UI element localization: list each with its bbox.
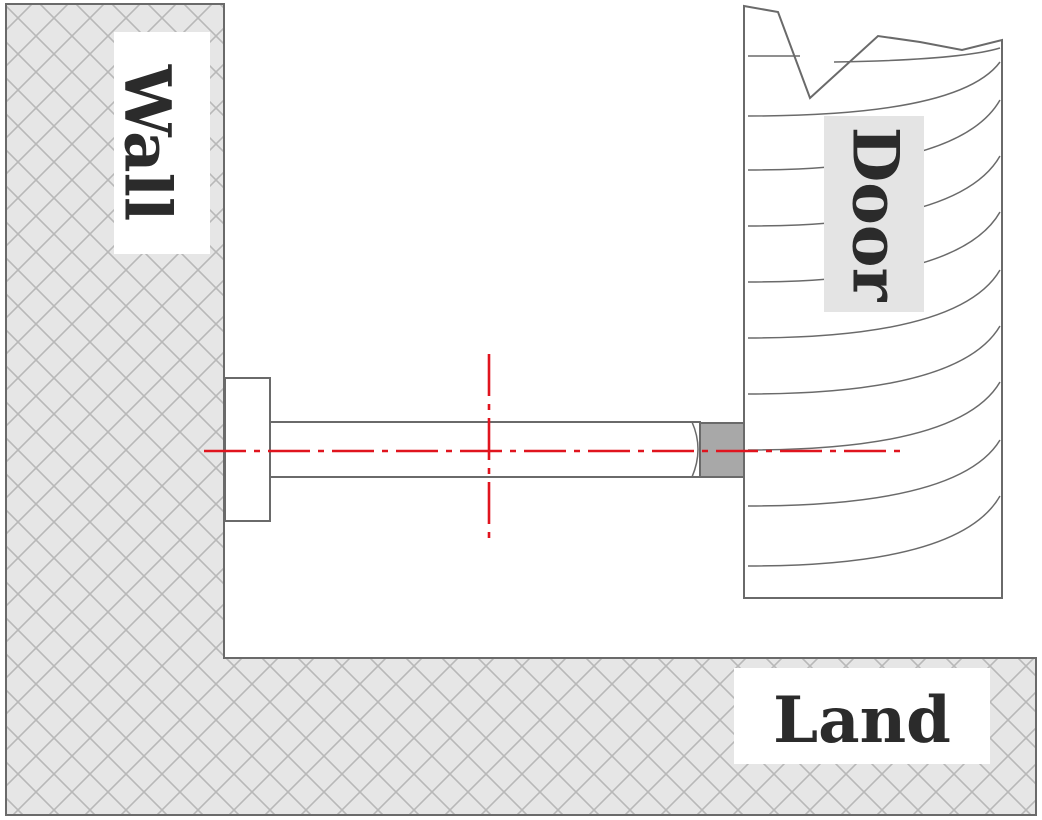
door-label: Door — [838, 127, 913, 303]
stopper-base-plate — [224, 377, 271, 522]
wall-label: Wall — [110, 64, 185, 221]
land-label: Land — [773, 683, 951, 758]
stopper-rod — [269, 421, 701, 478]
door-label-box — [824, 116, 924, 312]
wall-label-box — [114, 32, 210, 254]
stopper-rod-end-cap — [691, 421, 699, 478]
center-lines — [204, 354, 902, 546]
land-label-box — [734, 668, 990, 764]
